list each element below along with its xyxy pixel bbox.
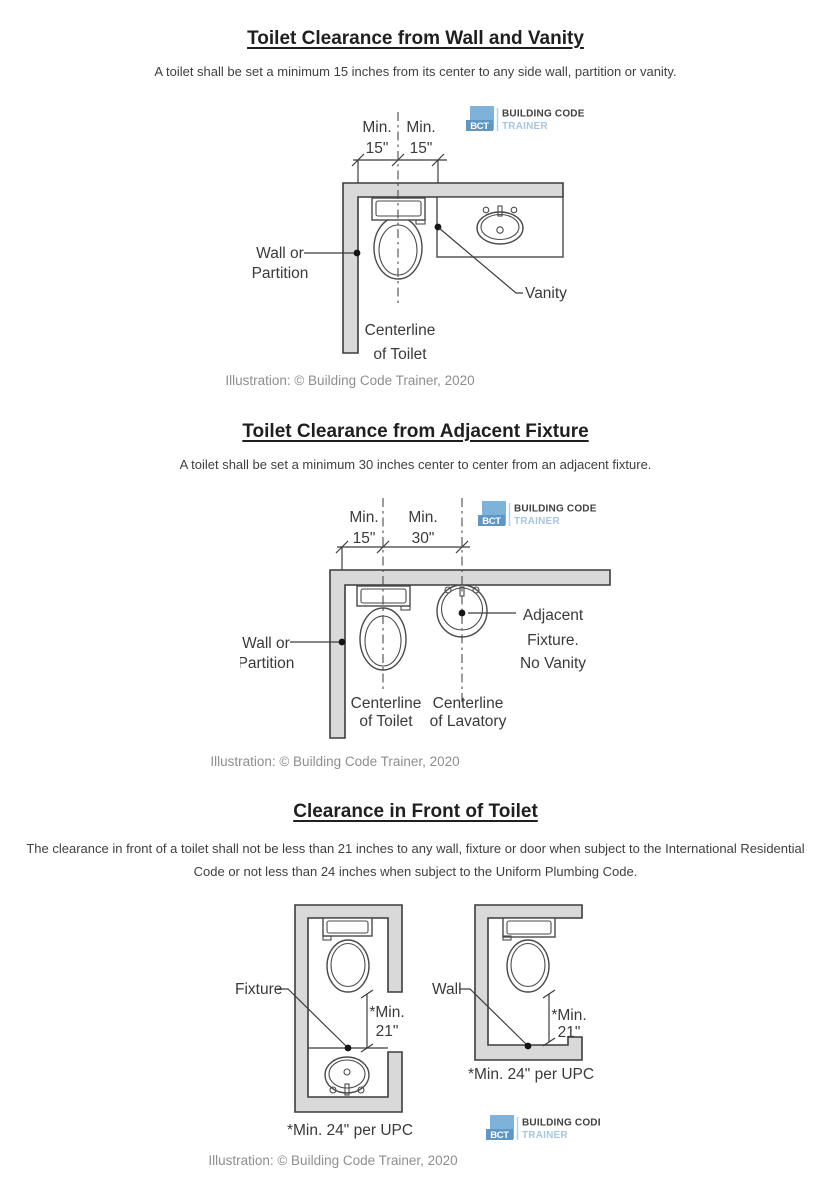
dimension-lines — [335, 540, 470, 570]
svg-text:Wall or: Wall or — [256, 245, 304, 262]
section-2-description: A toilet shall be set a minimum 30 inche… — [179, 457, 652, 472]
section-1-title: Toilet Clearance from Wall and Vanity — [247, 28, 584, 49]
wall-label: Wall or Partition — [240, 635, 346, 672]
vanity — [436, 196, 564, 258]
section-1-description: A toilet shall be set a minimum 15 inche… — [154, 64, 677, 79]
svg-text:Centerline: Centerline — [365, 322, 436, 339]
bct-logo-instance — [477, 500, 598, 528]
right-room: Wall *Min. 21" *Min. 24" per UPC — [432, 904, 594, 1083]
section-2-title: Toilet Clearance from Adjacent Fixture — [242, 421, 589, 442]
svg-text:Centerline: Centerline — [351, 695, 422, 712]
left-room-caption: *Min. 24" per UPC — [287, 1122, 413, 1139]
vanity-label: Vanity — [434, 223, 567, 302]
illustration-credit-2: Illustration: © Building Code Trainer, 2… — [210, 754, 460, 769]
fixture-label: Fixture — [235, 981, 352, 1052]
left-room-walls — [294, 904, 403, 1113]
dim2-value: 30" — [412, 530, 435, 547]
toilet — [322, 917, 373, 993]
dim1-label: Min. — [362, 119, 391, 136]
bct-logo-instance — [465, 105, 586, 133]
section-3-title: Clearance in Front of Toilet — [293, 801, 538, 822]
dim2-value: 15" — [410, 140, 433, 157]
faucet — [482, 205, 518, 217]
illustration-credit-3: Illustration: © Building Code Trainer, 2… — [208, 1153, 458, 1168]
illustration-credit-1: Illustration: © Building Code Trainer, 2… — [225, 373, 475, 388]
bct-logo-instance — [485, 1114, 600, 1142]
dim2-label: Min. — [408, 509, 437, 526]
right-dimension: *Min. 21" — [542, 989, 587, 1047]
toilet-adjacent-fixture-diagram: Min. 15" Min. 30" — [240, 498, 611, 739]
svg-text:Wall: Wall — [432, 981, 462, 998]
left-dimension: *Min. 21" — [360, 989, 405, 1053]
wall-label: Wall — [432, 981, 532, 1050]
wall-corner — [329, 569, 611, 739]
right-room-caption: *Min. 24" per UPC — [468, 1066, 594, 1083]
section-3-description: The clearance in front of a toilet shall… — [26, 841, 805, 879]
toilet — [502, 917, 556, 993]
dim1-value: 15" — [366, 140, 389, 157]
centerline-toilet-label: Centerline of Toilet — [351, 695, 422, 730]
svg-text:Wall or: Wall or — [242, 635, 290, 652]
svg-text:Partition: Partition — [240, 655, 294, 672]
adjacent-fixture-label: Adjacent Fixture. No Vanity — [458, 607, 586, 672]
wall-label: Wall or Partition — [252, 245, 361, 282]
svg-text:of Lavatory: of Lavatory — [430, 713, 507, 730]
clearance-front-toilet-diagram: Fixture *Min. 21" *Min. 24" per UPC — [235, 904, 600, 1142]
svg-text:Adjacent: Adjacent — [523, 607, 584, 624]
centerline-label: Centerline of Toilet — [365, 322, 436, 363]
svg-text:Centerline: Centerline — [433, 695, 504, 712]
dimension-labels: Min. 15" Min. 15" — [362, 119, 435, 157]
dim1-label: Min. — [349, 509, 378, 526]
svg-text:Vanity: Vanity — [525, 285, 567, 302]
dim2-label: Min. — [406, 119, 435, 136]
sink — [324, 1056, 370, 1096]
dimension-labels: Min. 15" Min. 30" — [349, 509, 437, 547]
right-room-walls — [474, 904, 583, 1061]
dim1-value: 15" — [353, 530, 376, 547]
svg-text:Fixture.: Fixture. — [527, 632, 579, 649]
svg-text:of Toilet: of Toilet — [359, 713, 413, 730]
wall-corner — [342, 182, 564, 354]
svg-text:Partition: Partition — [252, 265, 309, 282]
svg-text:of Toilet: of Toilet — [373, 346, 427, 363]
svg-text:Fixture: Fixture — [235, 981, 282, 998]
svg-text:*Min.: *Min. — [369, 1004, 404, 1021]
left-room: Fixture *Min. 21" *Min. 24" per UPC — [235, 904, 413, 1139]
svg-text:*Min.: *Min. — [551, 1007, 586, 1024]
toilet-wall-vanity-diagram: BCT BUILDING CODE TRAINER Min. 15" Min. … — [252, 105, 586, 363]
centerline-lavatory-label: Centerline of Lavatory — [430, 695, 507, 730]
dimension-lines — [351, 153, 447, 196]
svg-text:21": 21" — [376, 1023, 399, 1040]
svg-text:No Vanity: No Vanity — [520, 655, 586, 672]
svg-text:21": 21" — [558, 1024, 581, 1041]
